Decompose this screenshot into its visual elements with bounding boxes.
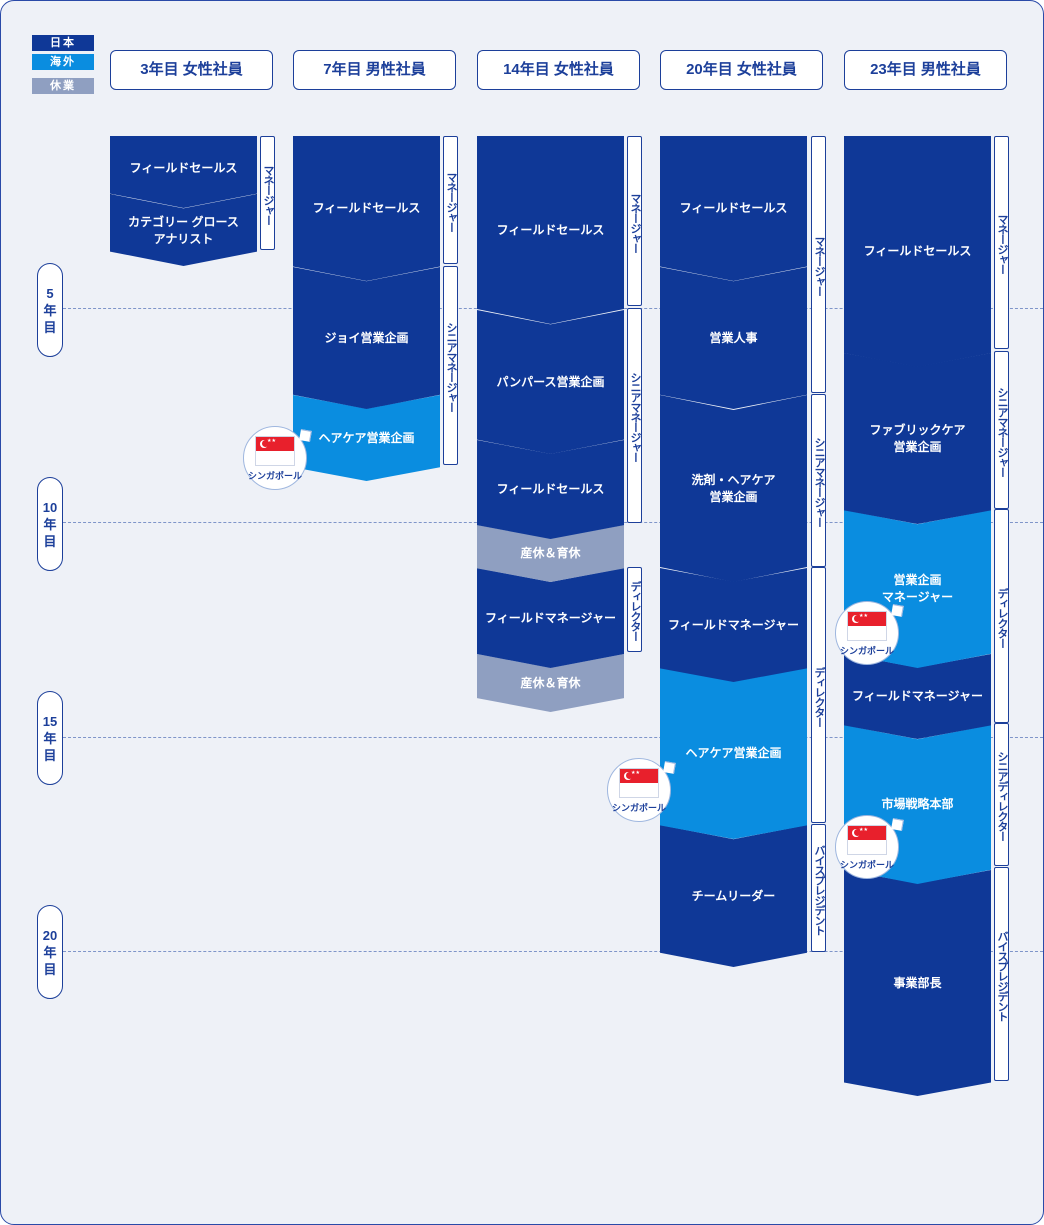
career-segment: ジョイ営業企画 xyxy=(293,267,440,409)
career-segment: フィールドマネージャー xyxy=(660,568,807,682)
singapore-badge: ★★ シンガポール xyxy=(243,426,312,490)
singapore-badge: ★★ シンガポール xyxy=(835,815,904,879)
badge-tail xyxy=(299,429,312,442)
role-bracket: バイスプレジデント xyxy=(994,867,1009,1081)
column-header-3: 14年目 女性社員 xyxy=(477,50,640,90)
column-header-4: 20年目 女性社員 xyxy=(660,50,823,90)
career-segment-overseas: ヘアケア営業企画 xyxy=(660,668,807,839)
singapore-label: シンガポール xyxy=(247,471,302,481)
role-bracket: バイスプレジデント xyxy=(811,824,826,952)
role-bracket: マネージャー xyxy=(260,136,275,250)
singapore-badge: ★★ シンガポール xyxy=(835,601,904,665)
singapore-label: シンガポール xyxy=(839,860,894,870)
role-bracket: マネージャー xyxy=(443,136,458,264)
career-segment: パンパース営業企画 xyxy=(477,310,624,454)
role-bracket: ディレクター xyxy=(627,567,642,652)
role-bracket: マネージャー xyxy=(994,136,1009,349)
year-line-15 xyxy=(63,737,1043,738)
role-bracket: シニアマネージャー xyxy=(811,394,826,567)
career-segment: フィールドセールス xyxy=(477,136,624,324)
singapore-flag-icon: ★★ xyxy=(847,825,887,855)
badge-tail xyxy=(891,818,904,831)
column-header-2: 7年目 男性社員 xyxy=(293,50,456,90)
career-segment: フィールドセールス xyxy=(660,136,807,281)
role-bracket: シニアマネージャー xyxy=(443,266,458,465)
role-bracket: ディレクター xyxy=(994,509,1009,723)
badge-tail xyxy=(891,604,904,617)
career-segment-overseas: ヘアケア営業企画 xyxy=(293,395,440,481)
role-bracket: シニアマネージャー xyxy=(994,351,1009,509)
role-bracket: マネージャー xyxy=(811,136,826,393)
legend-japan: 日本 xyxy=(32,35,94,51)
singapore-label: シンガポール xyxy=(839,646,894,656)
column-header-1: 3年目 女性社員 xyxy=(110,50,273,90)
badge-tail xyxy=(663,761,676,774)
role-bracket: シニアディレクター xyxy=(994,723,1009,866)
role-bracket: シニアマネージャー xyxy=(627,308,642,523)
career-segment: 営業人事 xyxy=(660,267,807,409)
singapore-flag-icon: ★★ xyxy=(619,768,659,798)
column-header-5: 23年目 男性社員 xyxy=(844,50,1007,90)
career-segment: フィールドセールス xyxy=(844,136,991,367)
legend-overseas: 海外 xyxy=(32,54,94,70)
singapore-flag-icon: ★★ xyxy=(255,436,295,466)
career-segment: フィールドセールス xyxy=(293,136,440,281)
role-bracket: マネージャー xyxy=(627,136,642,306)
legend-leave: 休業 xyxy=(32,78,94,94)
career-segment: 洗剤・ヘアケア 営業企画 xyxy=(660,395,807,582)
singapore-badge: ★★ シンガポール xyxy=(607,758,676,822)
singapore-label: シンガポール xyxy=(611,803,666,813)
career-segment: フィールドマネージャー xyxy=(844,654,991,739)
career-segment: ファブリックケア 営業企画 xyxy=(844,353,991,524)
year-line-20 xyxy=(63,951,1043,952)
role-bracket: ディレクター xyxy=(811,567,826,823)
career-segment: フィールドセールス xyxy=(110,136,257,208)
career-segment: フィールドセールス xyxy=(477,440,624,539)
singapore-flag-icon: ★★ xyxy=(847,611,887,641)
career-segment: チームリーダー xyxy=(660,825,807,967)
career-segment: フィールドマネージャー xyxy=(477,568,624,668)
career-segment: 事業部長 xyxy=(844,870,991,1096)
